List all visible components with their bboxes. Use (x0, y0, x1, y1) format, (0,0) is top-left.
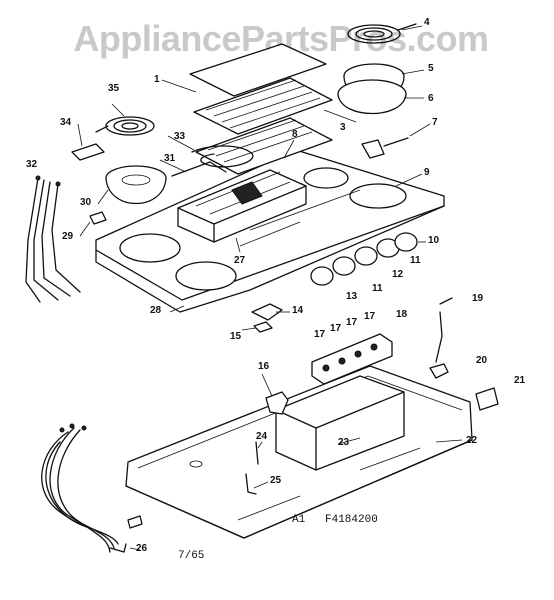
callout-28: 28 (150, 305, 162, 316)
cooktop-top (95, 149, 445, 313)
leader-lines (77, 25, 463, 551)
callout-6: 6 (428, 93, 434, 104)
callout-4: 4 (424, 17, 430, 28)
grill-element-tray (177, 169, 307, 243)
callout-25: 25 (270, 475, 282, 486)
callout-12: 12 (392, 269, 404, 280)
callout-10: 10 (428, 235, 440, 246)
callout-20: 20 (476, 355, 488, 366)
drip-bowl-right (337, 63, 407, 114)
wiring-harness-upper (25, 175, 81, 303)
callout-11a: 11 (410, 255, 421, 266)
receptacle-7 (361, 137, 409, 159)
diagram-revision: 7/65 (178, 550, 205, 562)
control-knobs (310, 232, 418, 286)
small-parts (89, 211, 499, 529)
callout-31: 31 (164, 153, 176, 164)
junction-bracket (275, 375, 405, 471)
callout-21: 21 (514, 375, 526, 386)
surface-element-left (95, 116, 155, 136)
callout-16: 16 (258, 361, 270, 372)
callout-32: 32 (26, 159, 38, 170)
grill-grate (189, 43, 333, 175)
callout-18: 18 (396, 309, 408, 320)
callout-8: 8 (292, 129, 298, 140)
callout-30: 30 (80, 197, 92, 208)
callout-14: 14 (292, 305, 304, 316)
diagram-code: A1 F4184200 (292, 514, 378, 526)
callout-23: 23 (338, 437, 350, 448)
callout-33: 33 (174, 131, 186, 142)
callout-19: 19 (472, 293, 484, 304)
callout-26: 26 (136, 543, 148, 554)
callout-34: 34 (60, 117, 72, 128)
callout-13: 13 (346, 291, 358, 302)
callout-7: 7 (432, 117, 438, 128)
callout-35: 35 (108, 83, 120, 94)
callout-1: 1 (154, 74, 160, 85)
terminal-block-34 (71, 143, 105, 161)
callout-17b: 17 (330, 323, 342, 334)
callout-9: 9 (424, 167, 430, 178)
callout-5: 5 (428, 63, 434, 74)
callout-29: 29 (62, 231, 74, 242)
callout-3: 3 (340, 122, 346, 133)
callout-15: 15 (230, 331, 242, 342)
callout-17d: 17 (364, 311, 376, 322)
callout-22: 22 (466, 435, 478, 446)
callout-17c: 17 (346, 317, 358, 328)
callout-24: 24 (256, 431, 268, 442)
callout-11b: 11 (372, 283, 383, 294)
wiring-harness-lower (41, 423, 127, 553)
callout-17a: 17 (314, 329, 326, 340)
drip-bowl-left (105, 165, 167, 205)
surface-element-right (347, 23, 417, 44)
terminal-block (311, 333, 393, 385)
callout-27: 27 (234, 255, 246, 266)
